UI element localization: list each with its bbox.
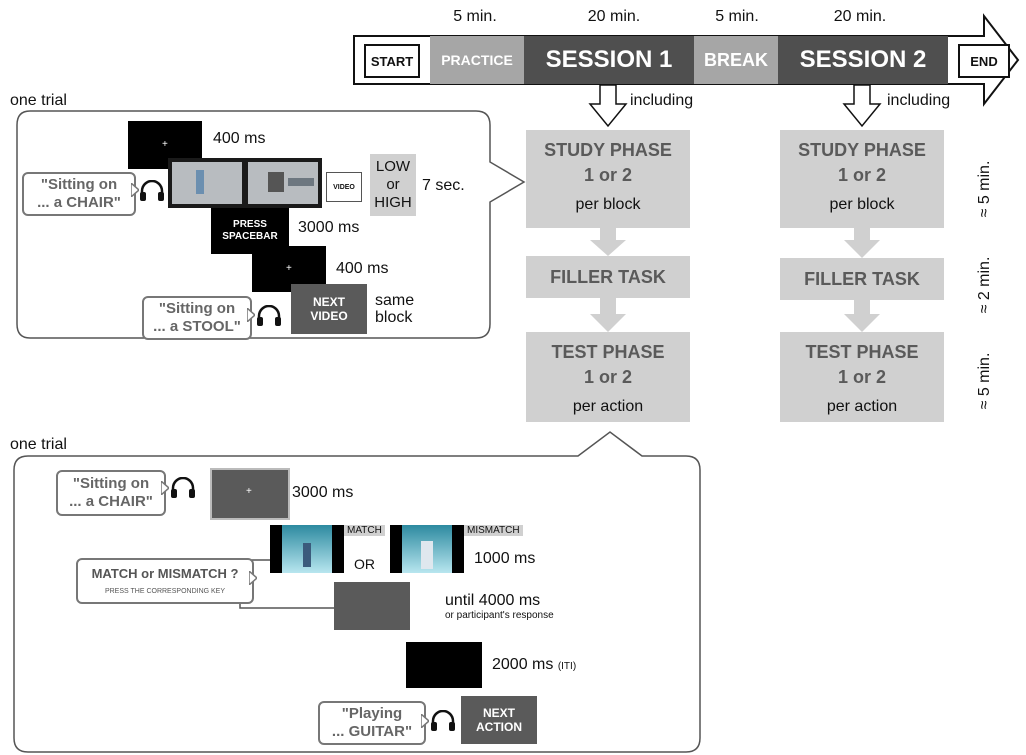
- one-trial-label-study: one trial: [10, 92, 67, 109]
- headphones-icon: [171, 477, 195, 498]
- mismatch-tag: MISMATCH: [464, 525, 523, 536]
- audio-cue-stool: "Sitting on ... a STOOL": [142, 296, 252, 340]
- test-phase-title: TEST PHASE: [805, 342, 919, 362]
- study-phase-sub: per block: [829, 196, 895, 213]
- next-video-screen: NEXT VIDEO: [291, 284, 367, 334]
- mismatch-video-screen: [390, 525, 464, 573]
- filler-task-box-left: FILLER TASK: [526, 256, 690, 298]
- audio-cue-guitar: "Playing ... GUITAR": [318, 701, 426, 745]
- duration-2000ms: 2000 ms (ITI): [492, 656, 576, 674]
- headphones-icon: [257, 305, 281, 326]
- arrow-down-icon: [842, 84, 882, 128]
- duration-session2: 20 min.: [833, 8, 887, 25]
- duration-practice: 5 min.: [453, 8, 497, 25]
- one-trial-label-test: one trial: [10, 436, 67, 453]
- speech-tail: [249, 571, 257, 585]
- fixation-cross: +: [286, 263, 292, 274]
- speech-tail: [247, 308, 255, 322]
- speech-tail: [161, 481, 169, 495]
- duration-2000ms-value: 2000 ms: [492, 656, 554, 673]
- duration-400ms-1: 400 ms: [213, 130, 266, 147]
- side-duration-filler: ≈ 2 min.: [976, 256, 993, 314]
- arrow-down-icon: [590, 298, 626, 332]
- iti-label: (ITI): [557, 661, 577, 672]
- arrow-down-icon: [588, 84, 628, 128]
- audio-cue-chair: "Sitting on ... a CHAIR": [22, 172, 136, 216]
- filler-task-box-right: FILLER TASK: [780, 258, 944, 300]
- test-phase-num: 1 or 2: [837, 367, 887, 387]
- headphones-icon: [431, 710, 455, 731]
- study-phase-title: STUDY PHASE: [544, 140, 672, 160]
- session1-segment: SESSION 1: [524, 36, 694, 84]
- break-segment: BREAK: [694, 36, 778, 84]
- session2-segment: SESSION 2: [778, 36, 948, 84]
- match-question: MATCH or MISMATCH ?: [91, 566, 239, 581]
- practice-segment: PRACTICE: [430, 36, 524, 84]
- duration-break: 5 min.: [715, 8, 759, 25]
- test-phase-title: TEST PHASE: [551, 342, 665, 362]
- audio-cue-chair-test: "Sitting on ... a CHAIR": [56, 470, 166, 516]
- duration-1000ms: 1000 ms: [474, 550, 536, 567]
- response-screen: [334, 582, 410, 630]
- test-phase-sub: per action: [826, 398, 898, 415]
- match-video-screen: [270, 525, 344, 573]
- side-duration-study: ≈ 5 min.: [976, 160, 993, 218]
- study-phase-num: 1 or 2: [837, 165, 887, 185]
- duration-3000ms: 3000 ms: [298, 219, 360, 236]
- test-phase-sub: per action: [572, 398, 644, 415]
- fixation-cross: +: [246, 486, 252, 497]
- test-phase-box-right: TEST PHASE 1 or 2 per action: [780, 332, 944, 422]
- study-phase-num: 1 or 2: [583, 165, 633, 185]
- arrow-down-icon: [844, 228, 880, 258]
- including-label-1: including: [630, 92, 694, 109]
- match-tag: MATCH: [344, 525, 385, 536]
- match-question-box: MATCH or MISMATCH ? PRESS THE CORRESPOND…: [76, 558, 254, 604]
- duration-7sec: 7 sec.: [422, 177, 465, 194]
- duration-3000ms-test: 3000 ms: [292, 484, 354, 501]
- test-phase-box-left: TEST PHASE 1 or 2 per action: [526, 332, 690, 422]
- fixation-screen-test: [210, 468, 290, 520]
- or-label: OR: [354, 556, 375, 572]
- arrow-down-icon: [844, 300, 880, 332]
- headphones-icon: [140, 180, 164, 201]
- study-phase-box-right: STUDY PHASE 1 or 2 per block: [780, 130, 944, 228]
- duration-until: until 4000 ms: [445, 592, 541, 609]
- next-action-screen: NEXT ACTION: [461, 696, 537, 744]
- speech-tail: [421, 714, 429, 728]
- study-phase-box-left: STUDY PHASE 1 or 2 per block: [526, 130, 690, 228]
- study-phase-title: STUDY PHASE: [798, 140, 926, 160]
- fixation-cross: +: [162, 139, 168, 150]
- arrow-down-icon: [590, 228, 626, 256]
- including-label-2: including: [887, 92, 951, 109]
- low-high-box: LOW or HIGH: [370, 154, 416, 216]
- duration-session1: 20 min.: [587, 8, 641, 25]
- same-block-label: same block: [375, 292, 415, 326]
- match-question-sub: PRESS THE CORRESPONDING KEY: [104, 588, 226, 595]
- end-box: END: [958, 44, 1010, 78]
- test-phase-num: 1 or 2: [583, 367, 633, 387]
- iti-screen: [406, 642, 482, 688]
- duration-400ms-2: 400 ms: [336, 260, 389, 277]
- study-phase-sub: per block: [575, 196, 641, 213]
- side-duration-test: ≈ 5 min.: [976, 352, 993, 410]
- start-box: START: [364, 44, 420, 78]
- duration-until-sub: or participant's response: [445, 610, 554, 621]
- video-icon: VIDEO: [326, 172, 362, 202]
- speech-tail: [131, 183, 139, 197]
